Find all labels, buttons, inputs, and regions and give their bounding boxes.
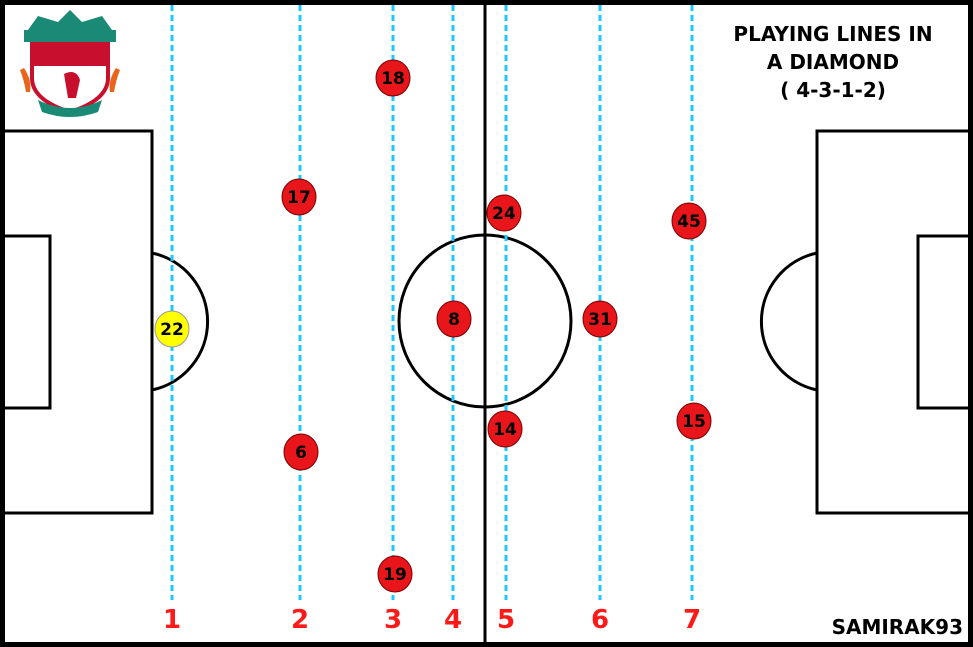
player-marker: 14: [487, 410, 523, 448]
right-penalty-arc: [759, 251, 818, 392]
player-marker: 6: [283, 433, 319, 471]
playing-line-label: 1: [163, 605, 181, 635]
player-number: 22: [160, 320, 184, 340]
playing-line-label: 4: [444, 605, 462, 635]
player-circle: [377, 555, 413, 593]
player-circle: [154, 310, 190, 348]
player-number: 17: [287, 188, 311, 208]
player-number: 31: [588, 310, 612, 330]
playing-line-label: 5: [497, 605, 515, 635]
playing-line-label: 7: [683, 605, 701, 635]
center-circle: [397, 233, 573, 409]
title-line-1: PLAYING LINES IN: [733, 22, 933, 46]
playing-line-label: 3: [384, 605, 402, 635]
player-marker: 31: [582, 300, 618, 338]
left-goal-area: [0, 234, 52, 410]
player-marker: 45: [671, 202, 707, 240]
left-penalty-box: [0, 129, 154, 515]
player-marker: 17: [281, 178, 317, 216]
player-number: 18: [381, 69, 405, 89]
player-circle: [671, 202, 707, 240]
player-circle: [375, 59, 411, 97]
right-goal-area: [916, 234, 973, 410]
player-number: 19: [383, 565, 407, 585]
player-circle: [281, 178, 317, 216]
player-number: 24: [492, 204, 516, 224]
player-number: 15: [682, 412, 706, 432]
player-marker: 8: [436, 300, 472, 338]
player-number: 45: [677, 212, 701, 232]
left-penalty-arc: [151, 251, 210, 392]
player-circle: [676, 402, 712, 440]
playing-line-label: 2: [291, 605, 309, 635]
player-marker: 19: [377, 555, 413, 593]
player-circle: [582, 300, 618, 338]
diagram-title: PLAYING LINES IN A DIAMOND ( 4-3-1-2): [713, 20, 953, 104]
right-penalty-box: [815, 129, 973, 515]
player-circle: [436, 300, 472, 338]
title-line-2: A DIAMOND: [766, 50, 900, 74]
liverpool-logo: [20, 10, 120, 117]
player-marker: 24: [486, 194, 522, 232]
player-number: 8: [448, 310, 460, 330]
title-line-3: ( 4-3-1-2): [780, 78, 886, 102]
author-signature: SAMIRAK93: [831, 615, 963, 639]
player-circle: [486, 194, 522, 232]
player-marker: 18: [375, 59, 411, 97]
player-marker: 22: [154, 310, 190, 348]
player-number: 6: [295, 443, 307, 463]
player-circle: [283, 433, 319, 471]
player-marker: 15: [676, 402, 712, 440]
player-circle: [487, 410, 523, 448]
playing-line-label: 6: [591, 605, 609, 635]
player-number: 14: [493, 420, 517, 440]
